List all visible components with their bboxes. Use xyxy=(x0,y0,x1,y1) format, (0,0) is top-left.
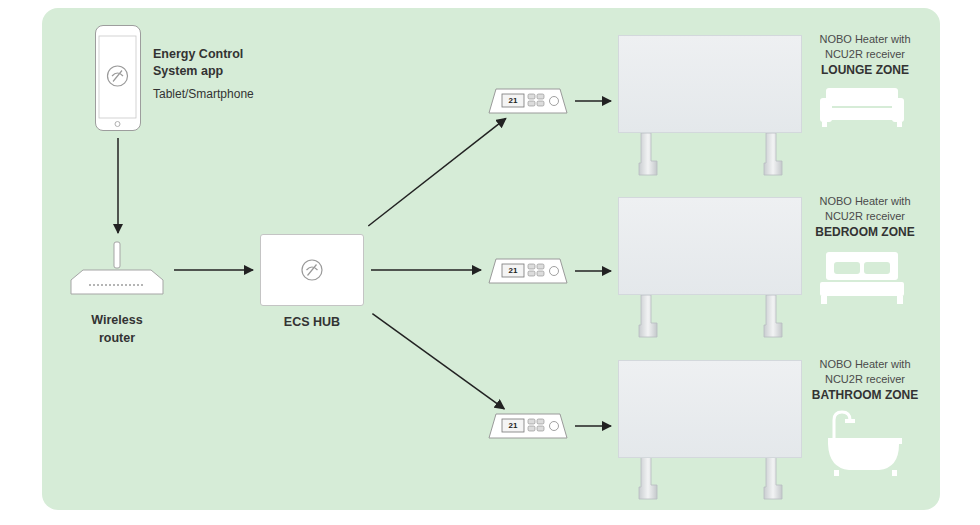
router-body xyxy=(71,270,163,294)
display-temperature: 21 xyxy=(502,94,524,107)
background-panel xyxy=(42,8,940,510)
receiver-display xyxy=(502,94,524,107)
nobo-heater: NOBO Heater with NCU2R receiverLOUNGE ZO… xyxy=(618,35,802,133)
receiver-knob xyxy=(550,422,559,431)
device-type: Tablet/Smartphone xyxy=(153,86,271,102)
wireless-router: Wireless router xyxy=(67,240,167,300)
receiver-button xyxy=(528,94,535,99)
receiver-button xyxy=(528,271,535,276)
heater-label-group: NOBO Heater with NCU2R receiverLOUNGE ZO… xyxy=(809,32,921,78)
receiver-display xyxy=(502,419,524,432)
receiver-outline xyxy=(488,88,568,114)
receiver-knob xyxy=(550,97,559,106)
receiver-button xyxy=(537,271,544,276)
arrow-connector xyxy=(372,314,504,409)
receiver-button xyxy=(528,419,535,424)
arrow-connector xyxy=(371,269,481,271)
arrow-connector xyxy=(575,100,611,102)
receiver-button xyxy=(537,264,544,269)
receiver-body xyxy=(489,259,567,283)
router-label-group: Wireless router xyxy=(82,312,152,347)
ncu2r-receiver: 21 xyxy=(488,88,568,114)
receiver-outline xyxy=(488,413,568,439)
logo-mark xyxy=(307,265,318,276)
receiver-button xyxy=(537,426,544,431)
router-lights xyxy=(89,284,145,286)
hub-label: ECS HUB xyxy=(284,315,340,329)
bed-pillows xyxy=(834,262,890,274)
receiver-body xyxy=(489,414,567,438)
logo-ring xyxy=(302,260,322,280)
receiver-button xyxy=(528,101,535,106)
sofa-icon xyxy=(820,88,904,127)
arrow-connector xyxy=(575,270,611,272)
arrow-connector xyxy=(174,269,253,271)
phone-screen xyxy=(96,26,140,130)
ecs-hub: ECS HUB xyxy=(260,234,364,306)
arrow-connector xyxy=(368,118,506,226)
receiver-knob xyxy=(550,267,559,276)
heater-label-group: NOBO Heater with NCU2R receiverBATHROOM … xyxy=(809,357,921,403)
arrow-connector xyxy=(575,425,611,427)
zone-name: BATHROOM ZONE xyxy=(809,387,921,403)
nobo-heater: NOBO Heater with NCU2R receiverBEDROOM Z… xyxy=(618,197,802,295)
hub-face xyxy=(261,235,363,305)
logo-ring xyxy=(108,66,128,86)
app-name: Energy Control System app xyxy=(153,46,253,80)
ncu2r-receiver: 21 xyxy=(488,258,568,284)
router-outline xyxy=(67,240,167,300)
heater-label-group: NOBO Heater with NCU2R receiverBEDROOM Z… xyxy=(809,194,921,240)
screen xyxy=(99,36,136,118)
ncu2r-receiver: 21 xyxy=(488,413,568,439)
display-temperature: 21 xyxy=(502,419,524,432)
receiver-body xyxy=(489,89,567,113)
heater-description: NOBO Heater with NCU2R receiver xyxy=(809,32,921,62)
bath-icon xyxy=(828,412,902,476)
zone-name: BEDROOM ZONE xyxy=(809,224,921,240)
nobo-heater: NOBO Heater with NCU2R receiverBATHROOM … xyxy=(618,360,802,458)
heater-description: NOBO Heater with NCU2R receiver xyxy=(809,194,921,224)
display-temperature: 21 xyxy=(502,264,524,277)
tablet-device: Energy Control System appTablet/Smartpho… xyxy=(95,25,141,131)
receiver-button xyxy=(528,264,535,269)
receiver-button xyxy=(537,101,544,106)
receiver-outline xyxy=(488,258,568,284)
arrow-connector xyxy=(117,138,119,233)
receiver-button xyxy=(537,94,544,99)
router-label: Wireless router xyxy=(82,312,152,347)
app-text: Energy Control System appTablet/Smartpho… xyxy=(153,46,271,108)
receiver-display xyxy=(502,264,524,277)
home-button xyxy=(115,122,120,127)
hub-label-group: ECS HUB xyxy=(284,315,340,329)
logo-mark xyxy=(112,71,123,82)
zone-name: LOUNGE ZONE xyxy=(809,62,921,78)
receiver-button xyxy=(537,419,544,424)
receiver-button xyxy=(528,426,535,431)
heater-description: NOBO Heater with NCU2R receiver xyxy=(809,357,921,387)
antenna xyxy=(114,242,120,268)
bed-icon xyxy=(820,252,904,304)
